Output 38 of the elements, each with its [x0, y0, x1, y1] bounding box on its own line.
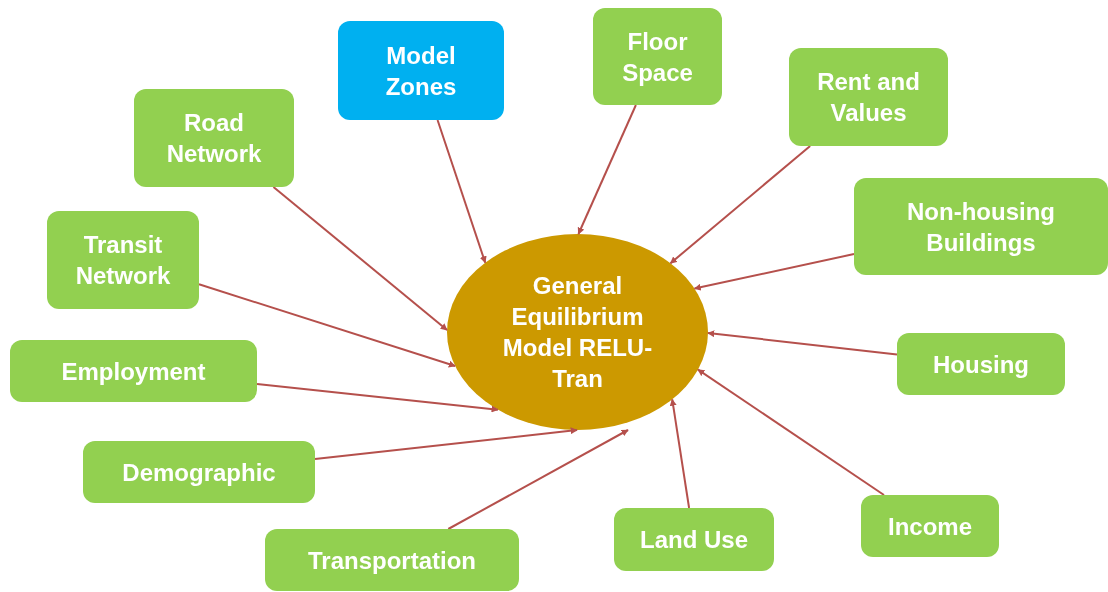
topic-box	[861, 495, 999, 557]
node-label: Transit Network	[74, 230, 172, 291]
topic-box	[338, 21, 504, 120]
node-label: Non-housing Buildings	[906, 196, 1056, 258]
topic-box	[593, 8, 722, 105]
arrow	[198, 283, 457, 368]
topic-box	[10, 340, 257, 402]
topic-box	[134, 89, 294, 187]
arrow	[314, 427, 578, 461]
arrow	[693, 253, 855, 291]
node-label: Road Network	[165, 108, 263, 169]
arrow	[256, 383, 499, 413]
topic-box	[854, 178, 1108, 275]
node-label: Rent and Values	[816, 67, 921, 128]
node-label: General Equilibrium Model RELU-Tran	[501, 271, 654, 394]
node-label: Income	[888, 511, 972, 542]
arrow	[696, 368, 885, 496]
arrow	[447, 429, 629, 530]
node-label: Land Use	[640, 525, 748, 555]
node-label: Demographic	[122, 457, 276, 488]
arrow	[669, 145, 812, 265]
topic-box	[47, 211, 199, 309]
node-label: Model Zones	[384, 40, 458, 102]
model-ellipse	[447, 234, 708, 430]
node-label: Housing	[933, 349, 1029, 380]
arrow	[272, 186, 449, 331]
arrow	[707, 330, 898, 356]
arrow	[669, 398, 691, 509]
topic-box	[789, 48, 948, 146]
node-label: Transportation	[308, 545, 476, 576]
node-label: Floor Space	[621, 26, 694, 88]
node-label: Employment	[61, 356, 206, 387]
topic-box	[897, 333, 1065, 395]
topic-box	[83, 441, 315, 503]
arrow	[436, 119, 487, 264]
topic-box	[265, 529, 519, 591]
topic-box	[614, 508, 774, 571]
arrow	[577, 104, 637, 235]
